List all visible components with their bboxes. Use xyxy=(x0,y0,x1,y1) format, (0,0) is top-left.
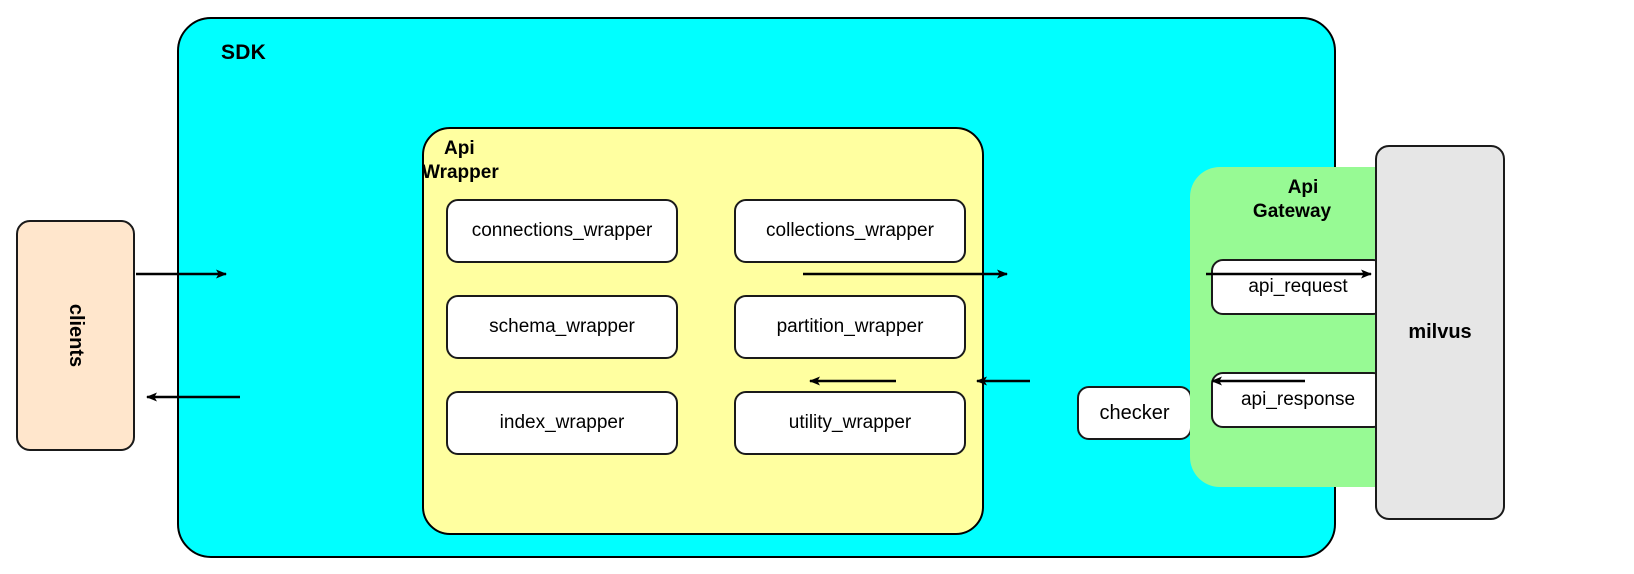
clients-box[interactable]: clients xyxy=(16,220,135,451)
api-gateway-label-line2: Gateway xyxy=(1252,201,1332,223)
api-wrapper-label-line2: Wrapper xyxy=(422,162,499,184)
clients-label: clients xyxy=(64,303,87,368)
module-index-wrapper[interactable]: index_wrapper xyxy=(446,391,678,455)
module-label: api_request xyxy=(1248,276,1348,297)
module-api-request[interactable]: api_request xyxy=(1211,259,1385,315)
api-gateway-label-line1: Api xyxy=(1287,177,1319,198)
module-label: partition_wrapper xyxy=(776,316,924,337)
api-wrapper-label-line1: Api xyxy=(444,138,475,159)
milvus-box[interactable]: milvus xyxy=(1375,145,1505,520)
api-wrapper-label: Api Wrapper xyxy=(422,137,594,186)
module-connections-wrapper[interactable]: connections_wrapper xyxy=(446,199,678,263)
module-collections-wrapper[interactable]: collections_wrapper xyxy=(734,199,966,263)
module-label: api_response xyxy=(1240,389,1356,410)
checker-label: checker xyxy=(1099,401,1170,424)
milvus-label: milvus xyxy=(1408,321,1472,343)
module-utility-wrapper[interactable]: utility_wrapper xyxy=(734,391,966,455)
module-api-response[interactable]: api_response xyxy=(1211,372,1385,428)
checker-box[interactable]: checker xyxy=(1077,386,1192,440)
module-label: connections_wrapper xyxy=(471,220,653,241)
api-gateway-label: Api Gateway xyxy=(1202,176,1404,225)
module-label: utility_wrapper xyxy=(788,412,912,433)
module-label: index_wrapper xyxy=(499,412,625,433)
api-wrapper-container[interactable]: Api Wrapper connections_wrapper collecti… xyxy=(422,127,984,535)
module-partition-wrapper[interactable]: partition_wrapper xyxy=(734,295,966,359)
sdk-label: SDK xyxy=(221,41,266,64)
module-label: collections_wrapper xyxy=(766,220,934,241)
module-label: schema_wrapper xyxy=(489,316,635,337)
module-schema-wrapper[interactable]: schema_wrapper xyxy=(446,295,678,359)
sdk-container[interactable]: SDK Api Wrapper connections_wrapper coll… xyxy=(177,17,1416,558)
